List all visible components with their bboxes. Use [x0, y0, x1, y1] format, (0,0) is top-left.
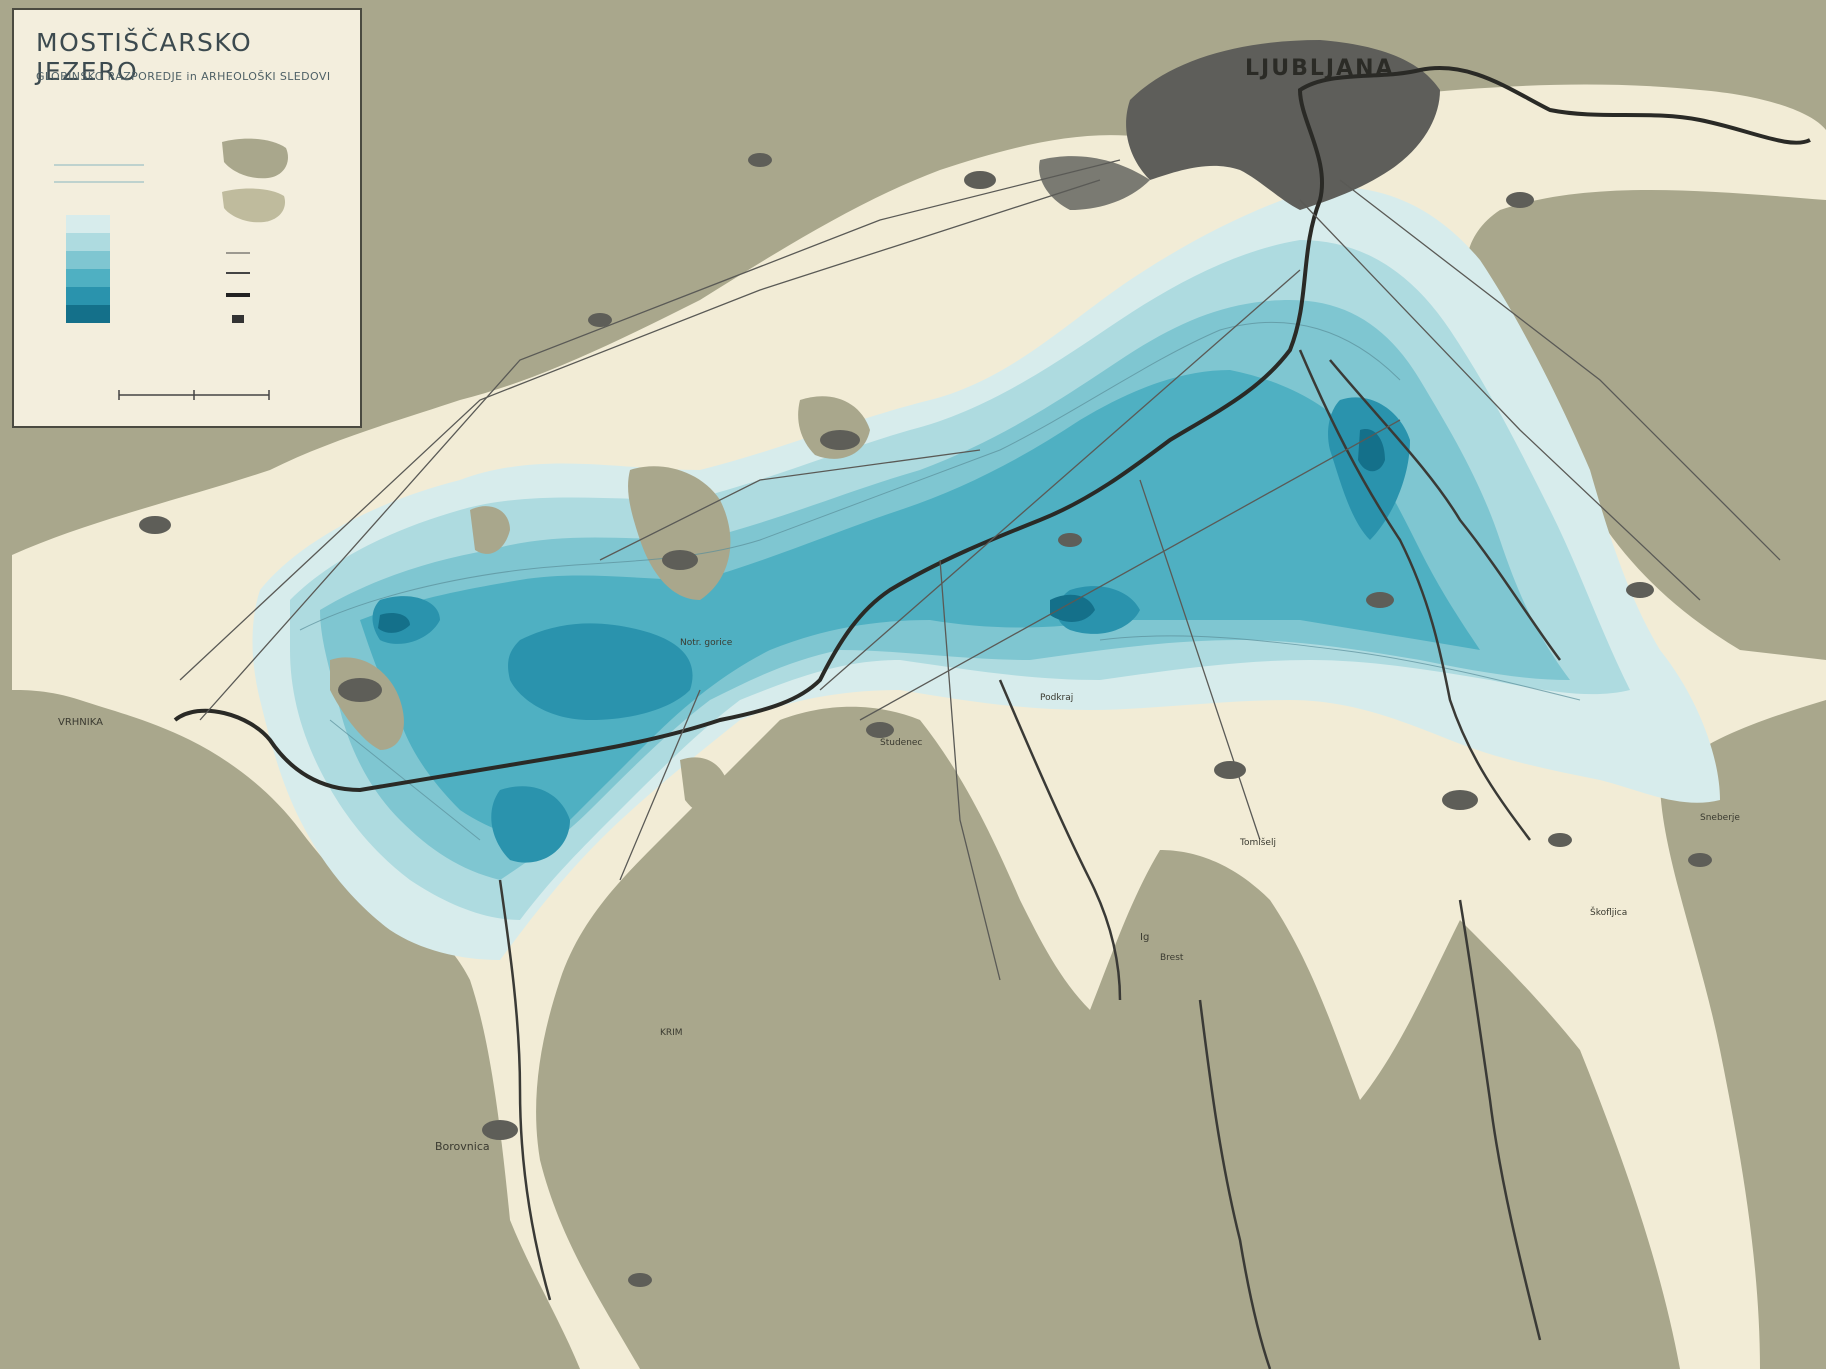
legend-depth-scale — [66, 215, 110, 323]
place-label-skofljica: Škofljica — [1590, 906, 1627, 918]
depth-swatch-5 — [66, 287, 110, 305]
place-label-ig: Ig — [1140, 932, 1149, 943]
place-label-studenec: Studenec — [880, 738, 922, 748]
city-outskirts — [1039, 156, 1150, 210]
place-label-tomiselj: Tomišelj — [1239, 837, 1276, 848]
city-label: LJUBLJANA — [1245, 56, 1395, 81]
depth-swatch-4 — [66, 269, 110, 287]
legend-land-swatch-2 — [222, 188, 286, 223]
contour-lines — [299, 321, 1581, 841]
villages — [139, 153, 1712, 1287]
depth-zones — [252, 187, 1720, 961]
legend-graphics — [54, 138, 288, 400]
island — [680, 757, 730, 815]
legend-land-swatch — [222, 138, 288, 179]
place-label-brest: Brest — [1160, 953, 1184, 963]
depth-swatch-1 — [66, 215, 110, 233]
place-label-vrhnika: VRHNIKA — [58, 717, 103, 728]
map-title: MOSTIŠČARSKO JEZERO — [36, 28, 253, 86]
roads — [179, 159, 1781, 981]
islands — [330, 396, 870, 815]
rivers — [498, 349, 1562, 1369]
legend-panel: MOSTIŠČARSKO JEZERO GLOBINSKO RAZPOREDJE… — [12, 8, 362, 428]
depth-zone-4 — [360, 370, 1480, 840]
map-subtitle: GLOBINSKO RAZPOREDJE in ARHEOLOŠKI SLEDO… — [36, 70, 331, 83]
depth-swatch-6 — [66, 305, 110, 323]
place-label-krim: KRIM — [660, 1028, 683, 1038]
depth-zone-5 — [372, 397, 1410, 863]
main-river — [173, 66, 1811, 793]
city-area — [1126, 40, 1440, 210]
place-label-borovnica: Borovnica — [435, 1140, 490, 1153]
island — [470, 506, 510, 554]
place-label-notranje: Notr. gorice — [680, 638, 733, 648]
place-label-sneberje: Sneberje — [1700, 813, 1740, 823]
depth-swatch-3 — [66, 251, 110, 269]
place-label-podkraj: Podkraj — [1040, 693, 1073, 703]
depth-swatch-2 — [66, 233, 110, 251]
island — [628, 466, 731, 600]
